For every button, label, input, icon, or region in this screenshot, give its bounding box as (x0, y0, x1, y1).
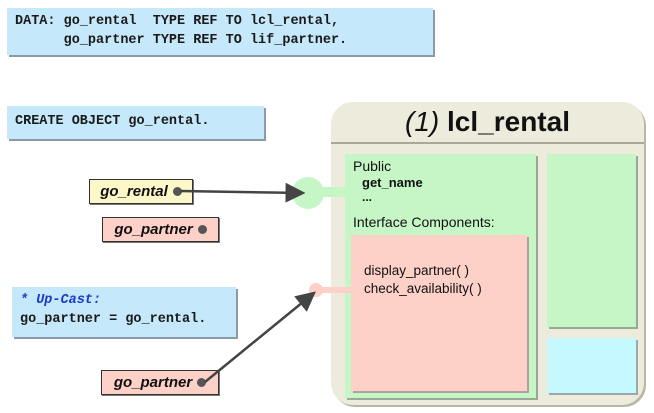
public-ellipsis: ... (362, 190, 373, 204)
protected-section (547, 154, 636, 327)
class-name: lcl_rental (447, 106, 570, 137)
go-partner-label: go_partner (114, 221, 193, 238)
reference-dot-icon (197, 378, 207, 387)
create-object-code: CREATE OBJECT go_rental. (7, 106, 264, 139)
upcast-code: * Up-Cast: go_partner = go_rental. (12, 287, 236, 337)
upcast-statement: go_partner = go_rental. (20, 312, 207, 327)
private-section (547, 338, 636, 393)
go-rental-label: go_rental (100, 183, 168, 200)
go-rental-arrow (179, 182, 306, 203)
public-port-icon (292, 177, 324, 209)
interface-components-label: Interface Components: (353, 214, 495, 230)
interface-port-icon (309, 283, 323, 297)
go-partner-label: go_partner (113, 374, 193, 391)
object-title: (1) lcl_rental (331, 102, 644, 144)
go-partner-reference-initial: go_partner (102, 217, 219, 242)
data-decl-line-1: DATA: go_rental TYPE REF TO lcl_rental, (15, 14, 340, 29)
public-section: Public get_name ... Interface Components… (345, 154, 536, 398)
interface-method: check_availability( ) (364, 281, 482, 296)
public-method: get_name (362, 175, 423, 190)
public-label: Public (353, 158, 392, 174)
go-partner-reference-assigned: go_partner (101, 370, 219, 395)
object-number: (1) (405, 106, 440, 137)
create-object-statement: CREATE OBJECT go_rental. (15, 114, 210, 129)
reference-dot-icon (172, 187, 182, 196)
data-decl-line-2: go_partner TYPE REF TO lif_partner. (15, 33, 348, 48)
go-rental-reference: go_rental (89, 179, 193, 204)
interface-section: display_partner( ) check_availability( ) (351, 235, 527, 391)
lcl-rental-object: (1) lcl_rental Public get_name ... Inter… (331, 102, 644, 405)
interface-method: display_partner( ) (364, 263, 470, 278)
upcast-comment: * Up-Cast: (20, 293, 102, 308)
reference-dot-icon (197, 225, 207, 234)
data-declaration-code: DATA: go_rental TYPE REF TO lcl_rental, … (7, 8, 433, 55)
